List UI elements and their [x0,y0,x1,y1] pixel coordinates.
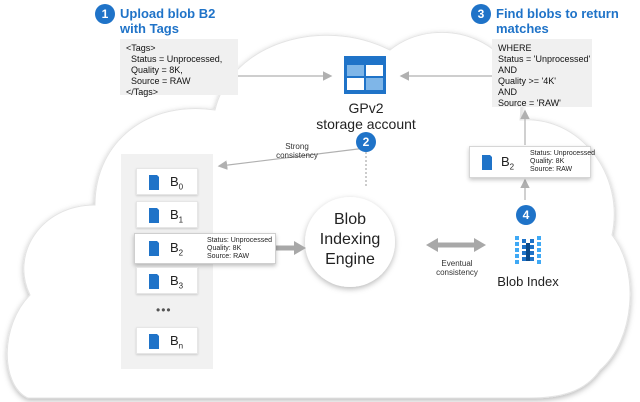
blob-index-icon [515,236,541,264]
document-icon [149,240,160,256]
blob-b1-label: B1 [170,207,184,225]
storage-account-icon [344,56,386,94]
document-icon [149,207,160,223]
blob-b0-card[interactable]: B0 [136,168,198,195]
document-icon [149,174,160,190]
result-blob-label: B2 [501,154,515,172]
blob-b1-card[interactable]: B1 [136,201,198,228]
blob-b2-metadata: Status: Unprocessed Quality: 8K Source: … [207,237,272,260]
document-icon [149,333,160,349]
blob-b3-label: B3 [170,273,184,291]
ellipsis: ••• [156,303,172,317]
blob-b0-label: B0 [170,174,184,192]
step-4-badge: 4 [516,205,536,225]
blob-b2-label: B2 [170,240,184,258]
blob-index-label: Blob Index [497,274,559,289]
result-blob-metadata: Status: Unprocessed Quality: 8K Source: … [530,150,595,173]
tags-box: <Tags> Status = Unprocessed, Quality = 8… [120,39,238,97]
document-icon [482,154,493,170]
step-3-title: Find blobs to return matches [496,6,619,36]
blob-b3-card[interactable]: B3 [136,267,198,294]
step-2-badge: 2 [356,132,376,152]
step-1-title: Upload blob B2 with Tags [120,6,216,36]
storage-account-label: GPv2 storage account [316,100,416,132]
step-1-badge: 1 [95,4,115,24]
result-blob-card[interactable]: B2 Status: Unprocessed Quality: 8K Sourc… [469,146,595,178]
query-box: WHERE Status = 'Unprocessed' AND Quality… [492,39,592,108]
blob-bn-card[interactable]: Bn [136,327,198,354]
strong-consistency-label: Strong consistency [276,142,318,160]
blob-indexing-engine: Blob Indexing Engine [319,211,381,268]
blob-bn-label: Bn [170,333,184,351]
document-icon [149,273,160,289]
step-3-badge: 3 [471,4,491,24]
blob-b2-card-highlighted[interactable]: B2 Status: Unprocessed Quality: 8K Sourc… [134,233,276,264]
eventual-consistency-label: Eventual consistency [436,259,478,277]
engine-circle [305,197,395,287]
